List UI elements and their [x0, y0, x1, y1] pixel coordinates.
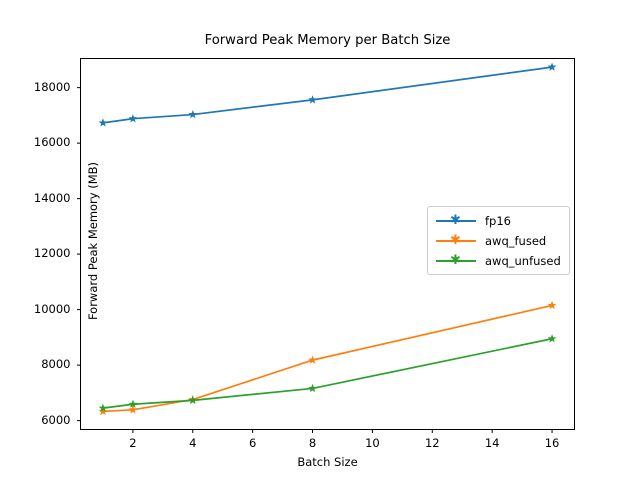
star-marker-icon — [98, 406, 108, 416]
legend-line-0 — [436, 220, 476, 222]
y-tick-label: 10000 — [33, 301, 71, 316]
legend-label-1: awq_fused — [485, 234, 547, 248]
star-marker-icon — [98, 403, 108, 412]
star-marker-icon — [308, 383, 317, 393]
x-tick-label: 16 — [544, 435, 560, 450]
axis-ticks — [77, 87, 553, 433]
star-marker-icon — [128, 405, 138, 414]
legend[interactable]: ✱ fp16 ✱ awq_fused ✱ awq_unfused — [427, 206, 570, 275]
x-tick-label: 10 — [365, 435, 380, 450]
star-marker-icon: ✱ — [450, 253, 461, 268]
x-tick-label: 2 — [129, 435, 137, 450]
star-marker-icon — [188, 109, 198, 119]
star-marker-icon — [188, 395, 198, 405]
legend-line-1 — [436, 240, 476, 242]
series-line-awq_fused — [102, 304, 553, 413]
series-line-awq_unfused — [102, 337, 553, 409]
star-marker-icon — [547, 62, 557, 71]
legend-swatch-1: ✱ — [436, 234, 476, 248]
star-marker-icon: ✱ — [450, 213, 461, 228]
star-marker-icon — [547, 300, 557, 310]
star-marker-icon — [308, 95, 317, 104]
star-marker-icon — [128, 114, 138, 123]
axes-frame — [80, 58, 575, 430]
y-tick-label: 14000 — [33, 190, 71, 205]
y-tick-label: 18000 — [33, 79, 71, 94]
y-tick-label: 8000 — [41, 357, 71, 372]
legend-swatch-0: ✱ — [436, 214, 476, 228]
x-axis-label: Batch Size — [297, 455, 358, 469]
star-marker-icon — [98, 118, 108, 127]
star-marker-icon — [547, 334, 557, 343]
data-series-group — [98, 62, 557, 416]
x-tick-label: 14 — [484, 435, 500, 450]
star-marker-icon — [308, 355, 317, 364]
y-tick-label: 16000 — [33, 135, 71, 150]
y-tick-label: 6000 — [41, 412, 71, 427]
star-marker-icon — [128, 399, 138, 408]
legend-line-2 — [436, 260, 476, 262]
legend-item-2: ✱ awq_unfused — [436, 251, 561, 271]
x-tick-label: 6 — [248, 435, 257, 450]
x-tick-label: 4 — [189, 435, 197, 450]
series-line-fp16 — [102, 66, 553, 124]
legend-item-0: ✱ fp16 — [436, 211, 511, 231]
chart-title: Forward Peak Memory per Batch Size — [204, 33, 451, 48]
x-tick-label: 12 — [424, 435, 440, 450]
legend-swatch-2: ✱ — [436, 254, 476, 268]
legend-label-2: awq_unfused — [485, 254, 561, 268]
star-marker-icon: ✱ — [450, 233, 461, 248]
x-tick-label: 8 — [308, 435, 317, 450]
y-tick-label: 12000 — [33, 246, 71, 261]
legend-item-1: ✱ awq_fused — [436, 231, 546, 251]
legend-label-0: fp16 — [485, 214, 511, 228]
